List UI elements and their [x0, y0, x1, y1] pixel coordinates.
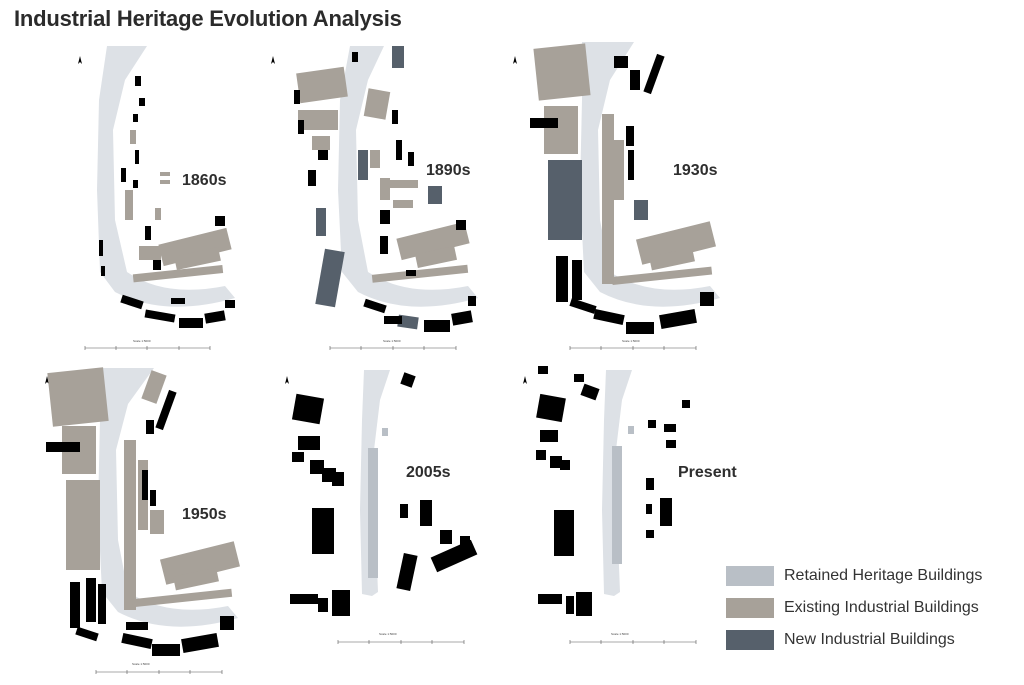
- scale-label: Scale 1:5000: [622, 339, 640, 343]
- map-panel-2005s: 2005s Scale 1:5000: [282, 360, 512, 680]
- north-arrow-icon: [523, 376, 527, 384]
- legend: Retained Heritage Buildings Existing Ind…: [726, 560, 982, 656]
- legend-label: Existing Industrial Buildings: [784, 599, 979, 616]
- map-1860s: [78, 46, 235, 350]
- scale-label: Scale 1:5000: [132, 662, 150, 666]
- legend-item-existing: Existing Industrial Buildings: [726, 592, 982, 624]
- north-arrow-icon: [285, 376, 289, 384]
- scale-label: Scale 1:5000: [379, 632, 397, 636]
- legend-label: New Industrial Buildings: [784, 631, 955, 648]
- legend-item-retained: Retained Heritage Buildings: [726, 560, 982, 592]
- legend-swatch: [726, 566, 774, 586]
- legend-label: Retained Heritage Buildings: [784, 567, 983, 584]
- scale-bar: [95, 670, 223, 674]
- map-1890s: [271, 46, 478, 350]
- river: [602, 370, 632, 596]
- north-arrow-icon: [513, 56, 517, 64]
- map-1930s: [513, 42, 720, 350]
- scale-bar: [337, 640, 465, 644]
- period-label: 2005s: [406, 464, 451, 481]
- page-title: Industrial Heritage Evolution Analysis: [14, 6, 402, 31]
- map-panel-1930s: 1930s Scale 1:5000: [510, 40, 740, 360]
- north-arrow-icon: [45, 376, 49, 384]
- river: [338, 46, 478, 307]
- scale-bar: [569, 346, 697, 350]
- river: [580, 42, 720, 307]
- scale-label: Scale 1:5000: [611, 632, 629, 636]
- map-1950s: [45, 367, 241, 674]
- legend-item-new: New Industrial Buildings: [726, 624, 982, 656]
- legend-swatch: [726, 630, 774, 650]
- scale-bar: [569, 640, 697, 644]
- map-panel-1890s: 1890s Scale 1:5000: [268, 40, 498, 360]
- river: [360, 370, 390, 596]
- period-label: Present: [678, 464, 737, 481]
- period-label: 1860s: [182, 172, 227, 189]
- map-2005s: [285, 370, 478, 644]
- map-panel-1950s: 1950s Scale 1:5000: [42, 360, 272, 680]
- scale-bar: [329, 346, 457, 350]
- period-label: 1950s: [182, 506, 227, 523]
- river: [97, 46, 235, 307]
- north-arrow-icon: [271, 56, 275, 64]
- period-label: 1930s: [673, 162, 718, 179]
- period-label: 1890s: [426, 162, 471, 179]
- scale-bar: [84, 346, 211, 350]
- north-arrow-icon: [78, 56, 82, 64]
- map-present: [523, 366, 697, 644]
- map-panel-1860s: 1860s Scale 1:5000: [75, 40, 305, 360]
- scale-label: Scale 1:5000: [133, 339, 151, 343]
- legend-swatch: [726, 598, 774, 618]
- river: [98, 368, 238, 627]
- map-panel-present: Present Scale 1:5000: [520, 360, 750, 680]
- scale-label: Scale 1:5000: [383, 339, 401, 343]
